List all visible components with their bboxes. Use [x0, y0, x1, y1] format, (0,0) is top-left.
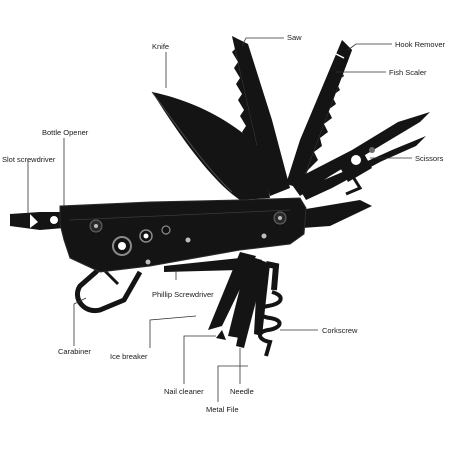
label-fish-scaler: Fish Scaler — [389, 68, 427, 77]
label-bottle-opener: Bottle Opener — [42, 128, 89, 137]
label-phillip-screwdriver: Phillip Screwdriver — [152, 290, 214, 299]
label-knife: Knife — [152, 42, 170, 51]
label-ice-breaker: Ice breaker — [110, 352, 148, 361]
leader-lines — [27, 37, 412, 402]
saw-leader — [241, 37, 284, 47]
label-saw: Saw — [287, 33, 302, 42]
nail-cleaner-leader — [183, 335, 216, 384]
label-metal-file: Metal File — [206, 405, 239, 414]
bottle-opener-tool — [10, 212, 64, 230]
label-needle: Needle — [230, 387, 254, 396]
lower-tools — [208, 252, 270, 348]
label-carabiner: Carabiner — [58, 347, 91, 356]
label-hook-remover: Hook Remover — [395, 40, 446, 49]
hook-remover-leader — [347, 43, 392, 51]
label-corkscrew: Corkscrew — [322, 326, 358, 335]
label-slot-screwdriver: Slot screwdriver — [2, 155, 56, 164]
fish-scaler-blade — [286, 40, 352, 188]
corkscrew-tool — [256, 261, 283, 357]
knife-blade — [151, 91, 270, 200]
label-scissors: Scissors — [415, 154, 444, 163]
handle — [59, 197, 307, 273]
small-blade — [300, 200, 372, 228]
carabiner-leader — [73, 297, 87, 346]
scissors-tool — [290, 112, 430, 200]
ice-breaker-leader — [149, 315, 197, 348]
metal-file-leader — [217, 365, 248, 402]
phillip-screwdriver-tool — [164, 258, 240, 272]
carabiner-tool — [75, 248, 143, 314]
label-nail-cleaner: Nail cleaner — [164, 387, 204, 396]
